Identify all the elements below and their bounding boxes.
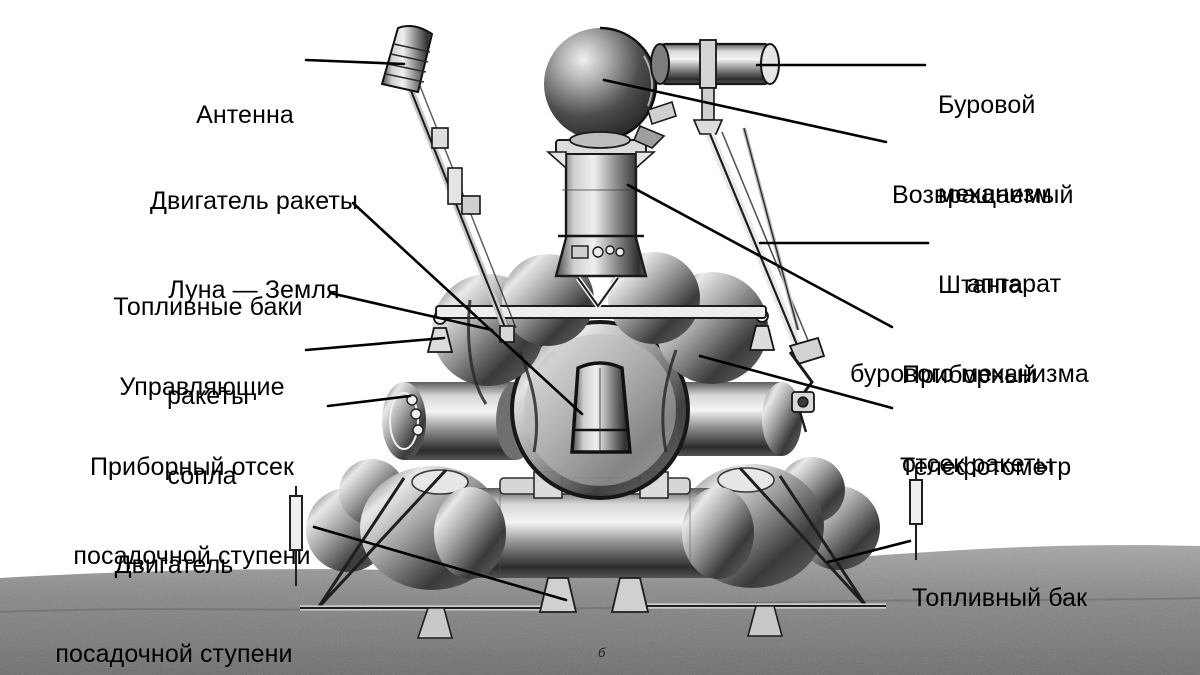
surface-markers [289,470,923,586]
label-drill-mechanism-line2: механизм [938,179,1052,208]
label-antenna[interactable]: Антенна [180,42,310,190]
label-lander-engine-line2: посадочной ступени [55,639,293,668]
label-lander-engine[interactable]: Двигатель посадочной ступени [24,492,324,675]
label-lander-instrument-line1: Приборный отсек [89,453,294,481]
label-fuel-tank[interactable]: Топливный бак [912,525,1162,673]
label-control-nozzles-line2: сопла [167,461,237,490]
lunar-surface [0,545,1200,675]
label-rocket-instrument-line2: отсек ракеты [902,449,1054,478]
label-drill-mechanism[interactable]: Буровой механизм [938,32,1178,268]
figure-marking: б [598,645,606,660]
label-telephotometer[interactable]: Телефотометр [900,394,1150,542]
label-telephotometer-line1: Телефотометр [900,453,1072,481]
label-return-capsule-line1: Возвращаемый [892,181,1074,209]
label-lander-engine-line1: Двигатель [114,551,234,579]
label-antenna-line1: Антенна [196,101,294,129]
label-ascent-engine[interactable]: Двигатель ракеты Луна — Земля [130,128,378,364]
mid-stage [382,252,802,500]
label-control-nozzles[interactable]: Управляющие сопла [90,314,314,550]
label-return-capsule[interactable]: Возвращаемый аппарат [892,122,1172,358]
label-return-capsule-line2: аппарат [966,269,1062,298]
label-ascent-engine-line2: Луна — Земля [168,275,340,304]
label-rocket-instrument-line1: Приборный [902,361,1037,389]
label-lander-instrument-line2: посадочной ступени [73,541,311,570]
main-fuel-tank [470,488,718,578]
ascent-engine-nozzle [570,361,632,454]
label-drill-boom[interactable]: Штанга бурового механизма [850,212,1196,448]
label-lander-instrument[interactable]: Приборный отсек посадочной ступени [58,394,326,630]
label-drill-mechanism-line1: Буровой [938,91,1036,119]
label-rocket-fuel-tanks[interactable]: Топливные баки ракеты [88,234,328,470]
label-rocket-instrument[interactable]: Приборный отсек ракеты [902,302,1152,538]
drill-mechanism-unit [650,39,780,135]
label-rocket-fuel-tanks-line1: Топливные баки [113,293,303,321]
label-fuel-tank-line1: Топливный бак [912,584,1088,612]
label-control-nozzles-line1: Управляющие [119,373,285,401]
label-ascent-engine-line1: Двигатель ракеты [149,187,359,215]
label-rocket-fuel-tanks-line2: ракеты [166,381,250,410]
label-drill-boom-line2: бурового механизма [850,359,1089,388]
helical-antenna-cone [380,25,434,94]
label-drill-boom-line1: Штанга [938,271,1023,299]
